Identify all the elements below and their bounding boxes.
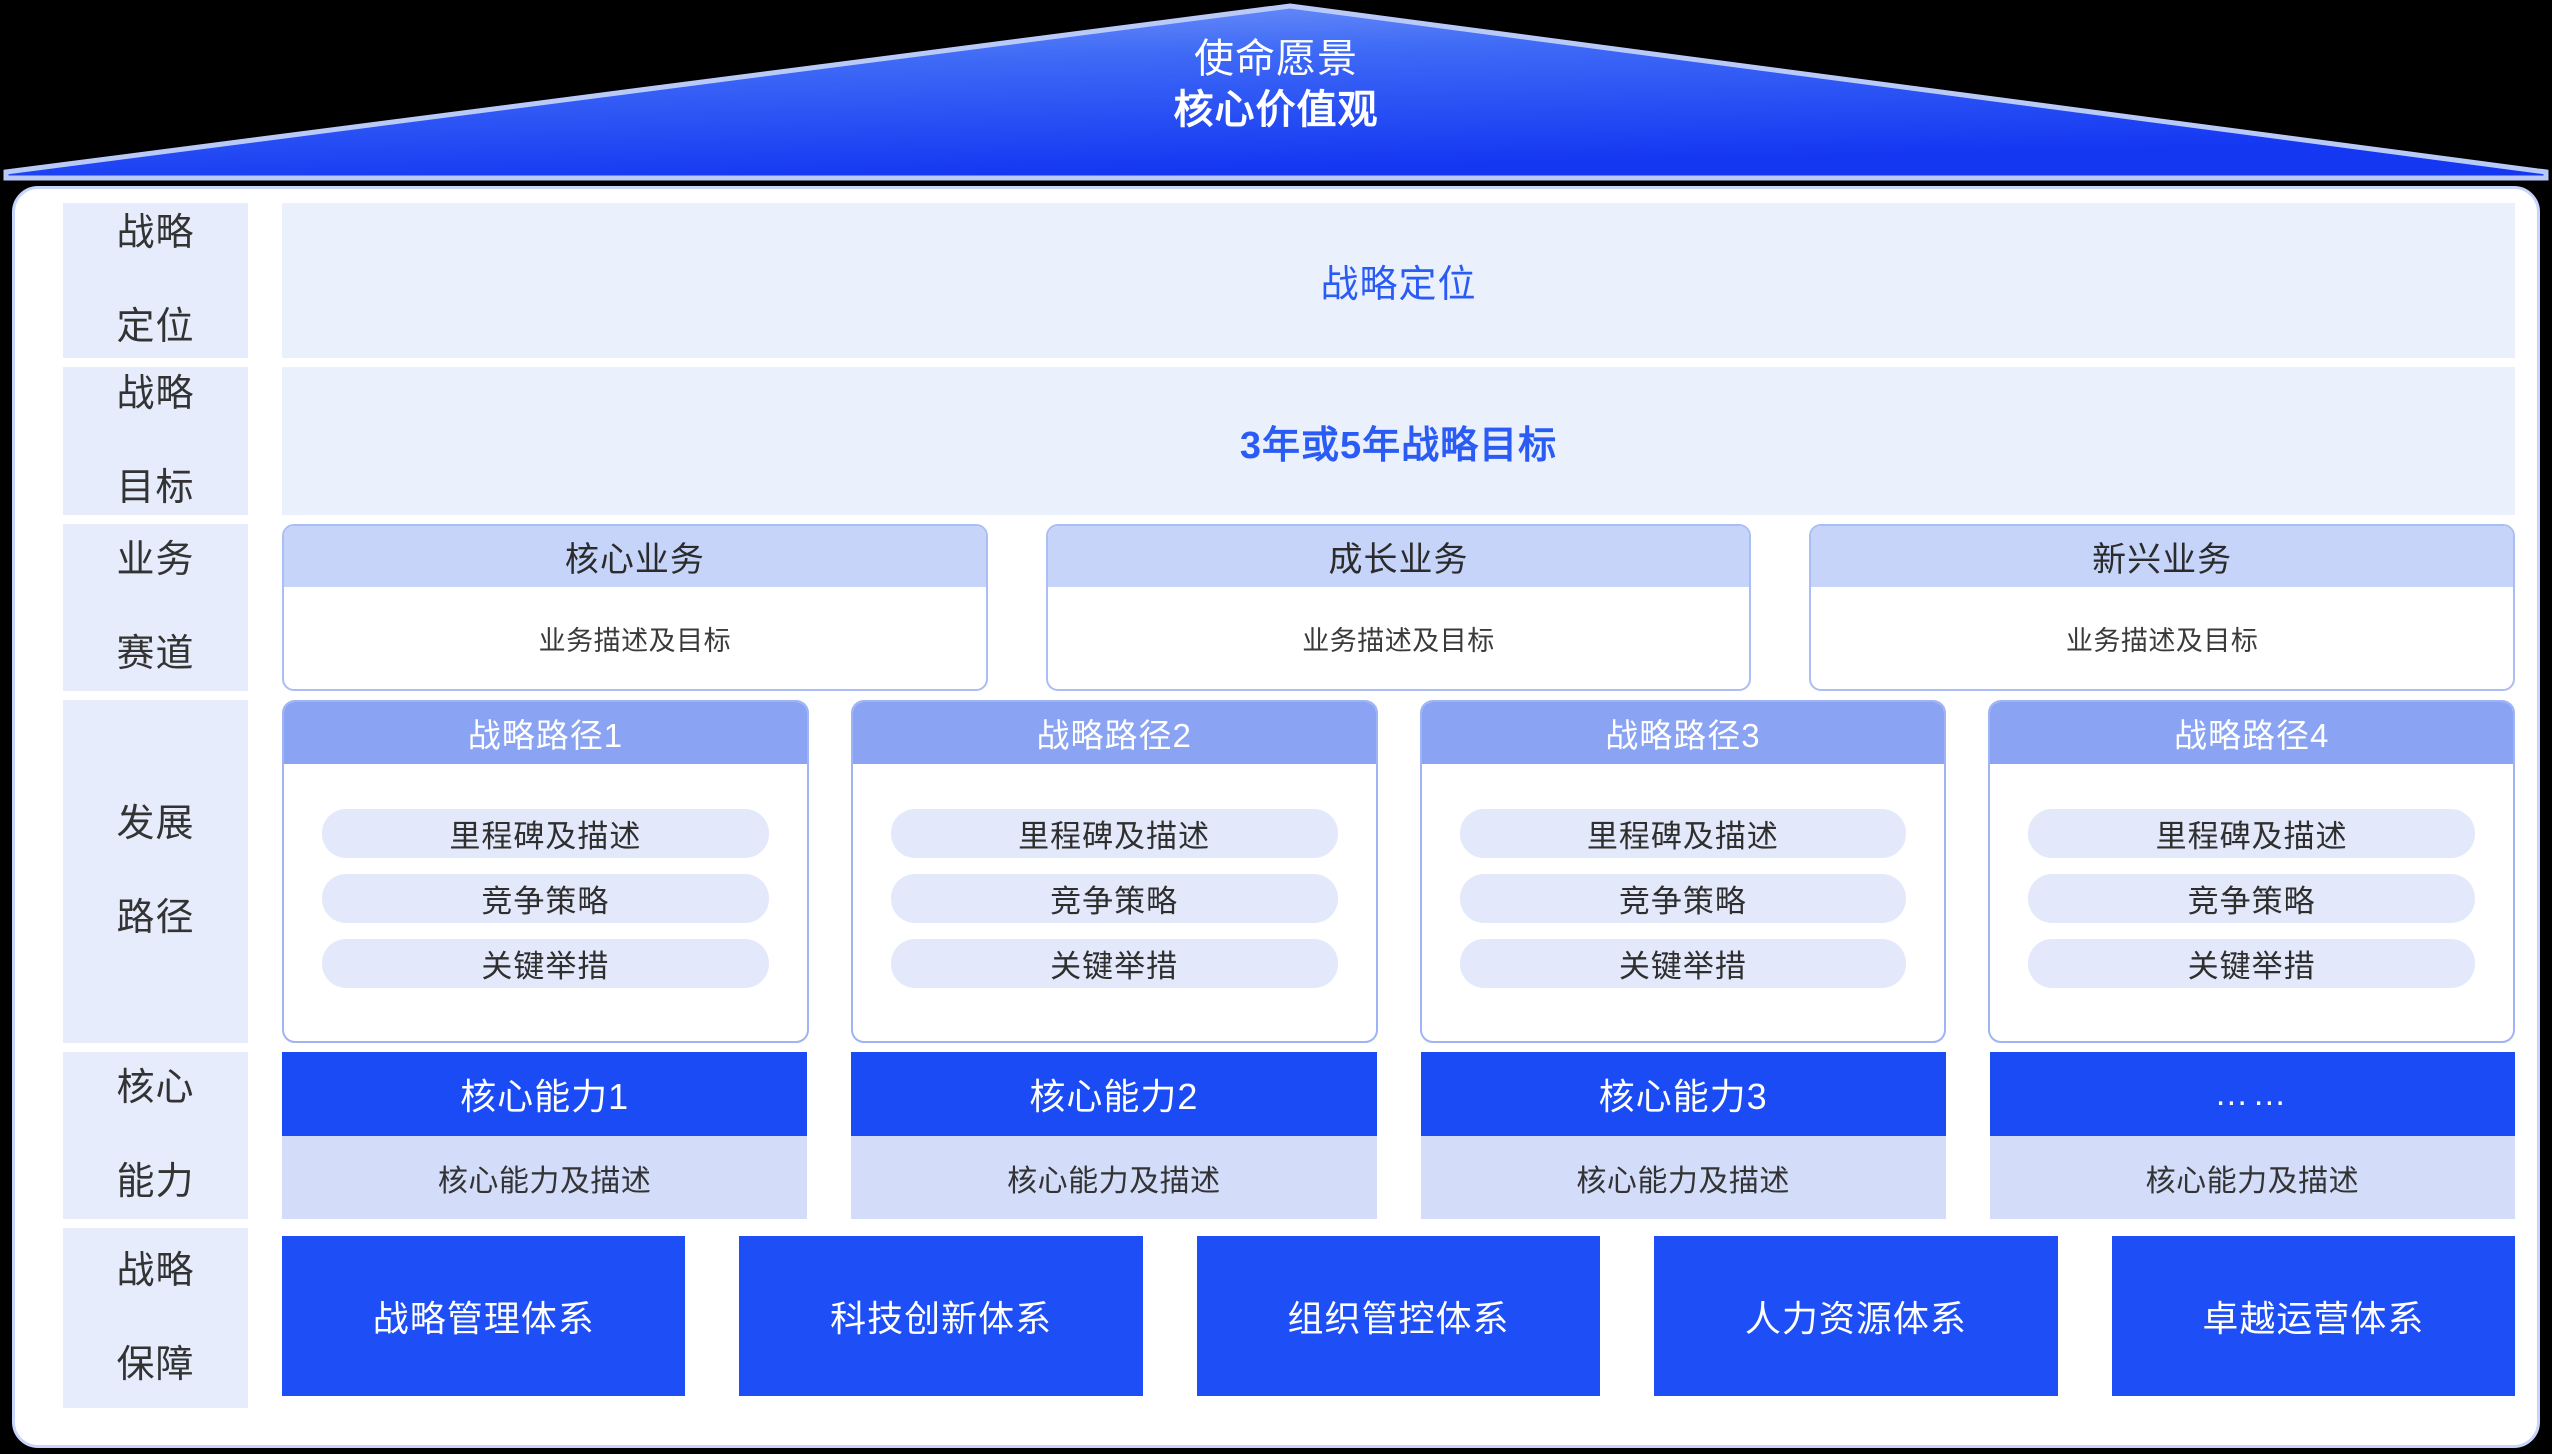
sidebar-positioning-line2: 定位	[116, 306, 195, 348]
sidebar-positioning-line1: 战略	[116, 212, 195, 254]
house-body-panel: 战略 定位 战略定位 战略 目标 3年或5年战略目标	[12, 186, 2540, 1448]
capability-card[interactable]: 核心能力3 核心能力及描述	[1420, 1052, 1946, 1219]
business-card-title: 核心业务	[284, 526, 986, 587]
path-card-items: 里程碑及描述 竞争策略 关键举措	[1990, 764, 2513, 1041]
path-card[interactable]: 战略路径3 里程碑及描述 竞争策略 关键举措	[1419, 700, 1947, 1043]
sidebar-capability-line2: 能力	[116, 1161, 195, 1203]
sidebar-goal-line2: 目标	[116, 466, 195, 509]
row-body-path: 战略路径1 里程碑及描述 竞争策略 关键举措 战略路径2 里程碑及描述	[282, 700, 2515, 1043]
path-card[interactable]: 战略路径4 里程碑及描述 竞争策略 关键举措	[1988, 700, 2515, 1043]
business-card-grid: 核心业务 业务描述及目标 成长业务 业务描述及目标 新兴业务 业务描述及目标	[282, 524, 2516, 691]
path-card-items: 里程碑及描述 竞争策略 关键举措	[1422, 764, 1945, 1041]
capability-card[interactable]: 核心能力1 核心能力及描述	[282, 1052, 808, 1219]
path-item-competition[interactable]: 竞争策略	[890, 874, 1338, 923]
business-card-desc: 业务描述及目标	[2065, 625, 2259, 656]
sidebar-business-line1: 业务	[116, 539, 195, 581]
business-card-title: 新兴业务	[1811, 526, 2514, 587]
guarantee-block[interactable]: 卓越运营体系	[2111, 1236, 2516, 1396]
path-item-milestone[interactable]: 里程碑及描述	[1459, 809, 1907, 858]
path-card-title: 战略路径4	[1990, 702, 2513, 764]
capability-card-title: 核心能力3	[1420, 1052, 1946, 1136]
roof-triangle: 使命愿景 核心价值观	[0, 0, 2552, 183]
business-card[interactable]: 新兴业务 业务描述及目标	[1809, 524, 2516, 691]
sidebar-item-guarantee[interactable]: 战略 保障	[63, 1228, 248, 1408]
sidebar-business-line2: 赛道	[116, 633, 195, 675]
capability-card-desc: 核心能力及描述	[1420, 1136, 1946, 1219]
row-body-goal: 3年或5年战略目标	[282, 367, 2515, 515]
sidebar-item-capability[interactable]: 核心 能力	[63, 1052, 248, 1219]
path-card[interactable]: 战略路径1 里程碑及描述 竞争策略 关键举措	[282, 700, 809, 1043]
row-strategic-positioning: 战略 定位 战略定位	[63, 203, 2515, 358]
row-core-capabilities: 核心 能力 核心能力1 核心能力及描述 核心能力2 核心能力及描述	[63, 1052, 2515, 1219]
sidebar-goal-line1: 战略	[116, 372, 195, 415]
path-item-milestone[interactable]: 里程碑及描述	[2028, 809, 2475, 858]
capability-card-title: 核心能力1	[282, 1052, 808, 1136]
sidebar-item-path[interactable]: 发展 路径	[63, 700, 248, 1043]
capability-card-title: 核心能力2	[851, 1052, 1377, 1136]
guarantee-block[interactable]: 组织管控体系	[1196, 1236, 1601, 1396]
strategic-goal-bar[interactable]: 3年或5年战略目标	[282, 367, 2515, 515]
path-item-key-measures[interactable]: 关键举措	[322, 939, 769, 988]
sidebar-item-goal[interactable]: 战略 目标	[63, 367, 248, 515]
path-card-title: 战略路径2	[852, 702, 1376, 764]
guarantee-block[interactable]: 科技创新体系	[739, 1236, 1143, 1396]
row-business-tracks: 业务 赛道 核心业务 业务描述及目标 成长业务 业务描述及目标	[63, 524, 2516, 691]
rows-container: 战略 定位 战略定位 战略 目标 3年或5年战略目标	[15, 189, 2537, 1445]
sidebar-item-business[interactable]: 业务 赛道	[63, 524, 248, 691]
business-card-desc: 业务描述及目标	[538, 625, 732, 656]
capability-card-title-ellipsis: ……	[1989, 1052, 2515, 1136]
path-item-key-measures[interactable]: 关键举措	[1459, 939, 1907, 988]
business-card[interactable]: 成长业务 业务描述及目标	[1045, 524, 1752, 691]
capability-card-grid: 核心能力1 核心能力及描述 核心能力2 核心能力及描述 核心能力3 核心能力及描…	[282, 1052, 2515, 1219]
path-item-milestone[interactable]: 里程碑及描述	[890, 809, 1338, 858]
business-card-title: 成长业务	[1047, 526, 1750, 587]
sidebar-item-positioning[interactable]: 战略 定位	[63, 203, 248, 358]
business-card-desc: 业务描述及目标	[1302, 625, 1495, 656]
path-item-competition[interactable]: 竞争策略	[1459, 874, 1907, 923]
path-card-grid: 战略路径1 里程碑及描述 竞争策略 关键举措 战略路径2 里程碑及描述	[282, 700, 2515, 1043]
row-body-business: 核心业务 业务描述及目标 成长业务 业务描述及目标 新兴业务 业务描述及目标	[282, 524, 2516, 691]
capability-card-desc: 核心能力及描述	[282, 1136, 808, 1219]
roof-shape	[3, 3, 2549, 181]
sidebar-path-line1: 发展	[116, 803, 195, 845]
row-strategic-guarantee: 战略 保障 战略管理体系 科技创新体系 组织管控体系 人力资源体系 卓越运营体系	[63, 1228, 2516, 1408]
row-body-positioning: 战略定位	[282, 203, 2515, 358]
row-body-guarantee: 战略管理体系 科技创新体系 组织管控体系 人力资源体系 卓越运营体系	[282, 1228, 2516, 1408]
path-item-key-measures[interactable]: 关键举措	[2028, 939, 2475, 988]
path-item-competition[interactable]: 竞争策略	[322, 874, 769, 923]
sidebar-capability-line1: 核心	[116, 1067, 195, 1109]
capability-card[interactable]: 核心能力2 核心能力及描述	[851, 1052, 1377, 1219]
row-development-paths: 发展 路径 战略路径1 里程碑及描述 竞争策略 关键举措	[63, 700, 2515, 1043]
path-card-title: 战略路径1	[284, 702, 807, 764]
path-card-items: 里程碑及描述 竞争策略 关键举措	[853, 764, 1376, 1041]
path-item-key-measures[interactable]: 关键举措	[890, 939, 1338, 988]
path-card-title: 战略路径3	[1421, 702, 1945, 764]
sidebar-guarantee-line2: 保障	[116, 1343, 195, 1386]
capability-card-desc: 核心能力及描述	[1989, 1136, 2515, 1219]
guarantee-block[interactable]: 人力资源体系	[1654, 1236, 2058, 1396]
guarantee-block-grid: 战略管理体系 科技创新体系 组织管控体系 人力资源体系 卓越运营体系	[282, 1228, 2516, 1408]
path-card[interactable]: 战略路径2 里程碑及描述 竞争策略 关键举措	[850, 700, 1378, 1043]
sidebar-guarantee-line1: 战略	[116, 1249, 195, 1292]
capability-card-desc: 核心能力及描述	[851, 1136, 1377, 1219]
path-item-competition[interactable]: 竞争策略	[2028, 874, 2475, 923]
capability-card[interactable]: …… 核心能力及描述	[1989, 1052, 2515, 1219]
row-strategic-goal: 战略 目标 3年或5年战略目标	[63, 367, 2515, 515]
row-body-capability: 核心能力1 核心能力及描述 核心能力2 核心能力及描述 核心能力3 核心能力及描…	[282, 1052, 2515, 1219]
guarantee-block[interactable]: 战略管理体系	[282, 1236, 686, 1396]
business-card[interactable]: 核心业务 业务描述及目标	[282, 524, 988, 691]
sidebar-path-line2: 路径	[116, 897, 195, 939]
path-item-milestone[interactable]: 里程碑及描述	[322, 809, 769, 858]
path-card-items: 里程碑及描述 竞争策略 关键举措	[284, 764, 807, 1041]
strategic-positioning-bar[interactable]: 战略定位	[282, 203, 2515, 358]
